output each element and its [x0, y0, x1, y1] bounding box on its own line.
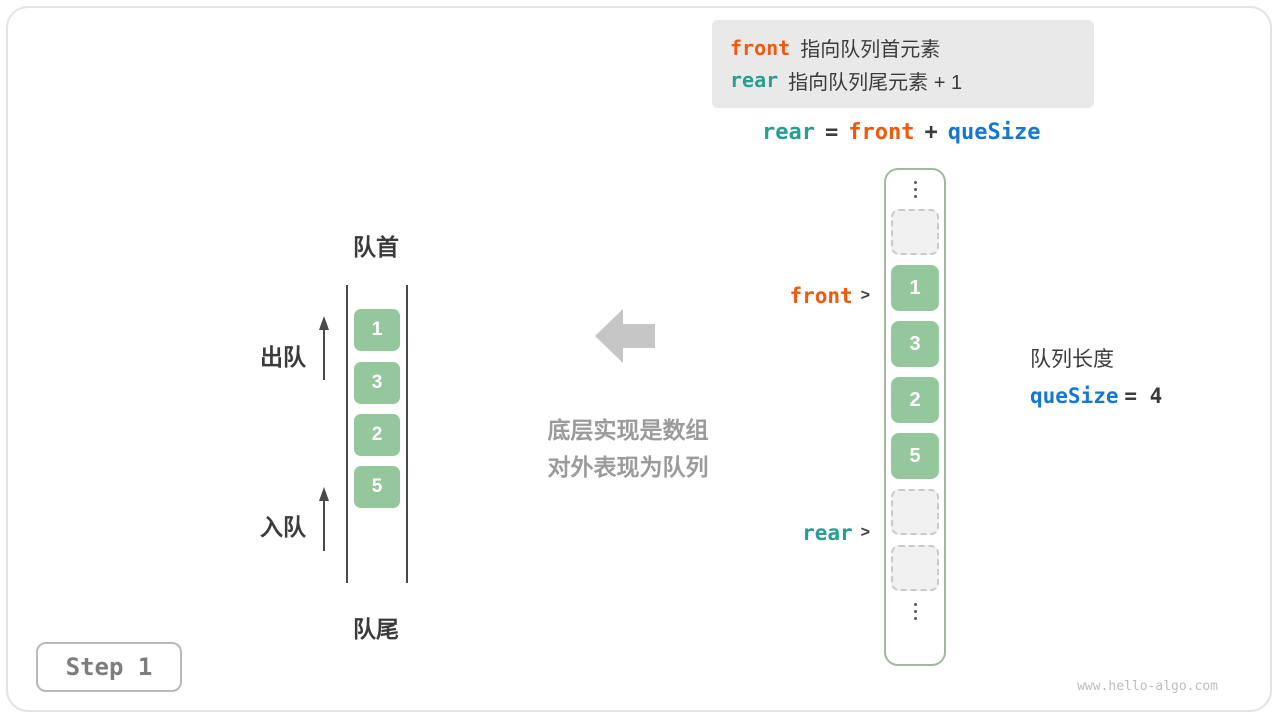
left-block-arrow-head [595, 309, 623, 363]
ellipsis-bottom-icon [913, 601, 917, 621]
step-label: Step 1 [65, 653, 153, 681]
array-cell-empty [891, 545, 939, 591]
legend-rear-line: rear 指向队列尾元素 + 1 [730, 66, 1076, 95]
queue-tail-label: 队尾 [353, 616, 399, 642]
array-cell-empty [891, 209, 939, 255]
quesize-line: queSize = 4 [1030, 378, 1162, 415]
rear-description: 指向队列尾元素 + 1 [788, 71, 963, 94]
legend-front-line: front 指向队列首元素 [730, 33, 1076, 62]
array-cell-empty [891, 489, 939, 535]
quesize-value: = 4 [1124, 384, 1163, 408]
queue-item: 2 [354, 414, 400, 456]
front-pointer-arrow-icon: > [860, 287, 870, 304]
queue-head-label: 队首 [353, 234, 399, 260]
rear-pointer: rear > [788, 521, 870, 545]
queue-length-info: 队列长度 queSize = 4 [1030, 342, 1162, 415]
front-pointer: front > [775, 284, 870, 308]
front-description: 指向队列首元素 [800, 39, 941, 62]
rear-formula: rear = front + queSize [762, 120, 1040, 145]
formula-equals: = [824, 120, 839, 145]
enqueue-up-arrow-icon [319, 487, 329, 551]
background-card [6, 6, 1272, 712]
queue-length-title: 队列长度 [1030, 348, 1114, 371]
queue-wall-right [406, 285, 408, 583]
rear-pointer-arrow-icon: > [860, 524, 870, 541]
ellipsis-top-icon [913, 179, 917, 199]
array-cell: 2 [891, 377, 939, 423]
left-block-arrow-bar [623, 324, 655, 348]
quesize-keyword: queSize [1030, 384, 1119, 408]
array-cell: 5 [891, 433, 939, 479]
front-pointer-label: front [789, 284, 853, 308]
formula-quesize: queSize [947, 120, 1041, 145]
queue-item: 1 [354, 309, 400, 351]
array-cell: 1 [891, 265, 939, 311]
caption-line-2: 对外表现为队列 [547, 454, 709, 480]
array-container: 1 3 2 5 [884, 168, 946, 666]
watermark: www.hello-algo.com [1077, 679, 1218, 694]
rear-keyword: rear [730, 68, 779, 93]
formula-plus: + [924, 120, 938, 145]
queue-item: 5 [354, 466, 400, 508]
implementation-caption: 底层实现是数组 对外表现为队列 [498, 412, 758, 486]
left-block-arrow-icon [595, 309, 657, 363]
queue-item: 3 [354, 362, 400, 404]
rear-pointer-label: rear [802, 521, 853, 545]
formula-rear: rear [762, 120, 815, 145]
array-cell: 3 [891, 321, 939, 367]
step-badge: Step 1 [36, 642, 182, 692]
dequeue-up-arrow-icon [319, 316, 329, 380]
caption-line-1: 底层实现是数组 [547, 417, 709, 443]
queue-wall-left [346, 285, 348, 583]
front-keyword: front [730, 35, 791, 60]
legend-box: front 指向队列首元素 rear 指向队列尾元素 + 1 [712, 20, 1094, 108]
formula-front: front [848, 120, 915, 145]
enqueue-label: 入队 [260, 514, 306, 540]
dequeue-label: 出队 [260, 344, 306, 370]
